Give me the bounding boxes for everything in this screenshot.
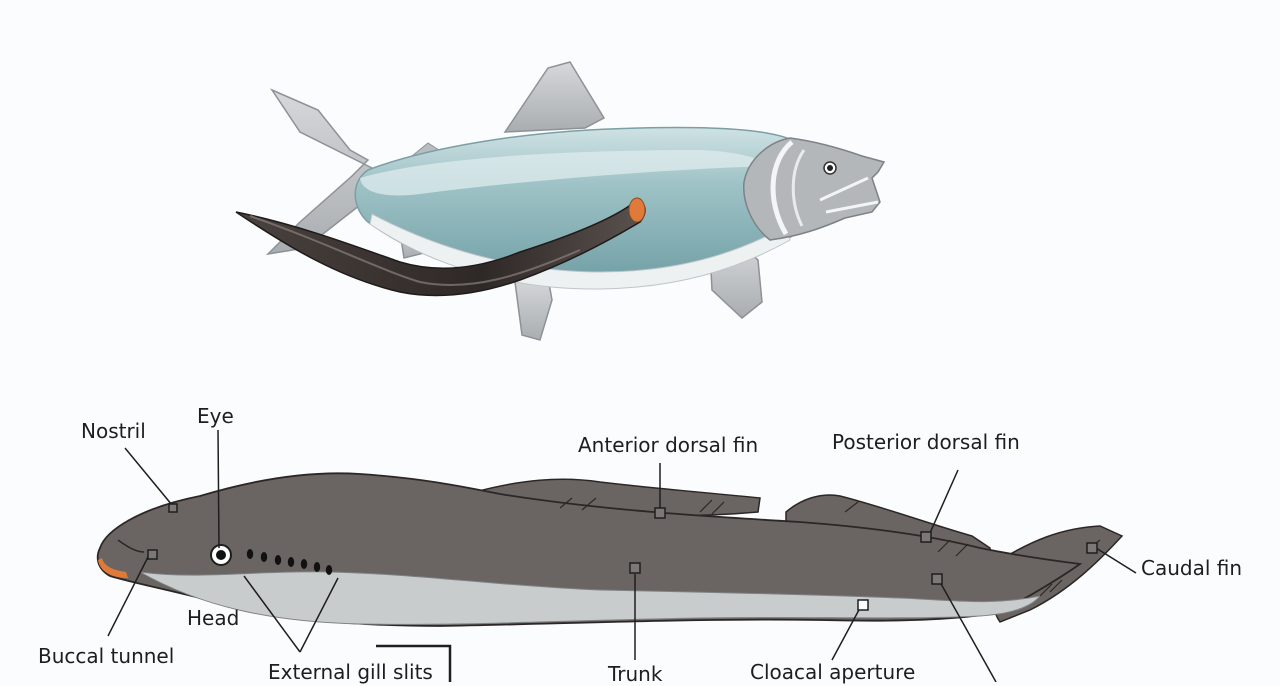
leader-cloacal-aperture [831,607,861,661]
salmon-jaw [819,176,879,214]
label-anterior-dorsal-fin: Anterior dorsal fin [578,433,759,457]
salmon-highlight [360,150,770,196]
leader-nostril [124,447,173,506]
label-posterior-dorsal-fin: Posterior dorsal fin [832,430,1020,454]
label-eye: Eye [197,404,234,428]
label-external-gill-slits: External gill slits [268,660,433,684]
salmon-pelvic-fin [514,277,553,341]
label-trunk: Trunk [608,662,663,686]
salmon-dorsal-fin [503,61,606,133]
leader-gill-slits-b [299,577,339,653]
salmon-head [743,137,886,241]
bracket-mark [376,644,452,682]
leader-gill-slits-a [243,575,301,653]
label-cloacal-aperture: Cloacal aperture [750,660,916,684]
lamprey-mouth [98,558,128,578]
salmon-illustration [235,61,886,341]
leader-caudal-fin [1095,547,1137,574]
leader-eye [217,429,220,549]
leader-lines [107,429,1137,682]
attached-lamprey-mouth [628,197,646,223]
label-caudal-fin: Caudal fin [1141,556,1243,580]
lamprey-illustration [96,472,1124,627]
label-nostril: Nostril [81,419,146,443]
label-buccal-tunnel: Buccal tunnel [38,644,175,668]
salmon-gill-cover [770,140,794,236]
leader-lower-right [939,581,997,682]
gill-slits [246,549,333,575]
label-head: Head [187,606,240,630]
leader-posterior-dorsal-fin [929,469,959,534]
leader-buccal-tunnel [107,556,149,637]
